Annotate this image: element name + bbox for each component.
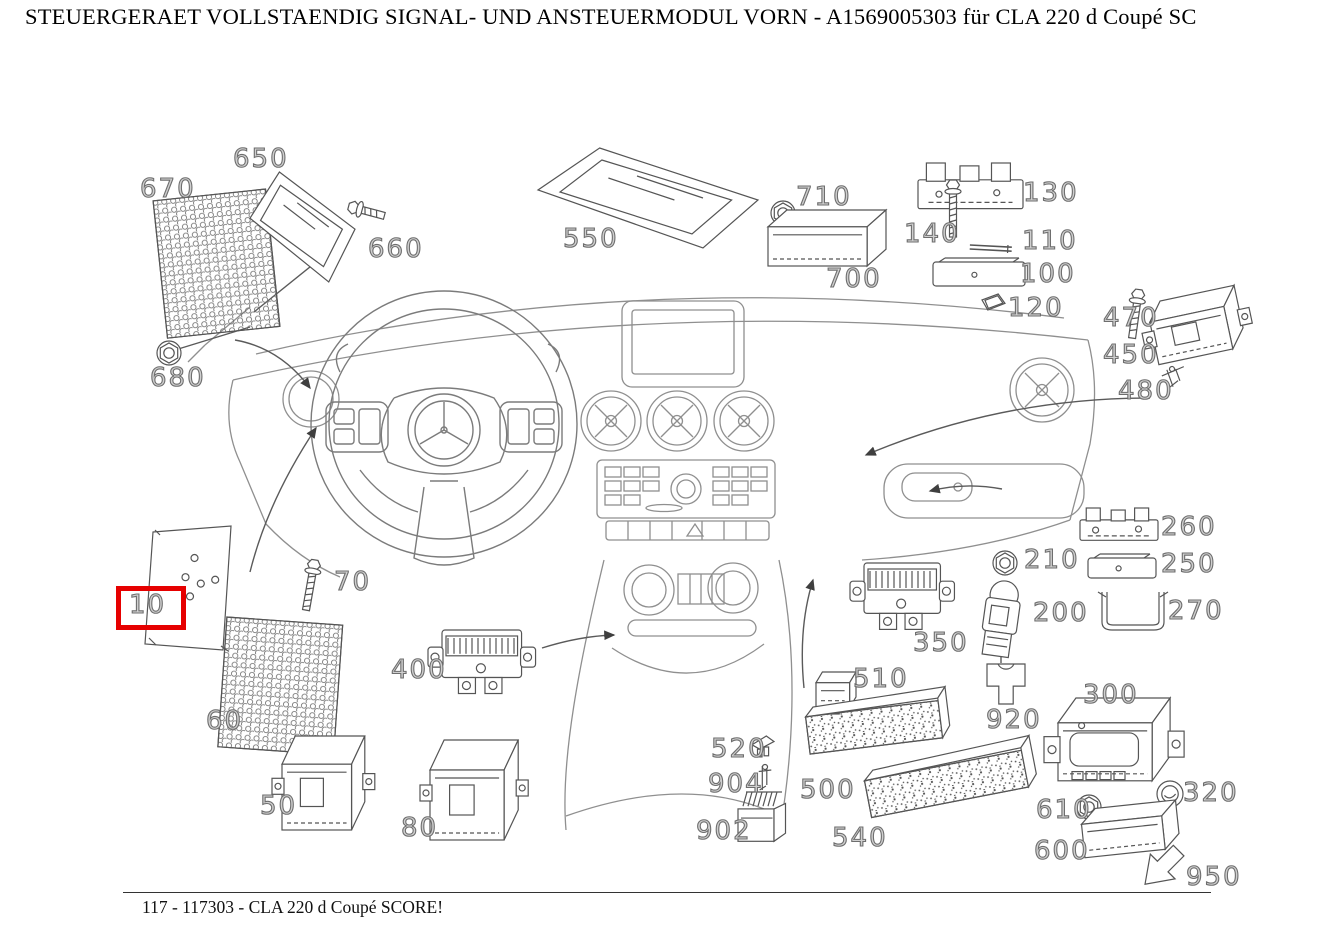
part-drawing-670 (152, 188, 281, 339)
part-drawing-680 (156, 340, 182, 366)
part-label-260[interactable]: 260 (1160, 512, 1217, 542)
part-label-200[interactable]: 200 (1032, 598, 1089, 628)
part-drawing-650 (249, 171, 356, 283)
leader-arrow-5 (801, 578, 815, 689)
part-drawing-500 (804, 684, 951, 755)
dashboard-illustration (187, 297, 1096, 831)
part-drawing-200 (981, 580, 1021, 659)
part-label-610[interactable]: 610 (1035, 795, 1092, 825)
part-label-100[interactable]: 100 (1019, 259, 1076, 289)
part-label-540[interactable]: 540 (831, 823, 888, 853)
part-label-680[interactable]: 680 (149, 363, 206, 393)
part-label-50[interactable]: 50 (259, 791, 298, 821)
leader-arrow-3 (864, 397, 1151, 456)
part-label-920[interactable]: 920 (985, 705, 1042, 735)
part-drawing-130 (917, 162, 1024, 210)
part-label-480[interactable]: 480 (1117, 376, 1174, 406)
part-drawing-480 (1161, 365, 1185, 389)
part-drawing-350 (849, 562, 956, 631)
leader-arrow-0 (234, 339, 311, 390)
footer-text: 117 - 117303 - CLA 220 d Coupé SCORE! (142, 897, 444, 917)
part-drawing-450 (1141, 283, 1254, 366)
part-drawing-950 (1144, 844, 1185, 885)
part-drawing-50 (271, 735, 376, 831)
part-drawing-660 (347, 200, 386, 221)
part-drawing-700 (766, 208, 888, 268)
part-drawing-250 (1087, 553, 1157, 579)
footer-divider (123, 892, 1211, 893)
part-label-450[interactable]: 450 (1102, 340, 1159, 370)
part-label-120[interactable]: 120 (1007, 293, 1064, 323)
leader-arrow-6 (541, 630, 616, 649)
part-label-400[interactable]: 400 (390, 655, 447, 685)
part-label-902[interactable]: 902 (695, 816, 752, 846)
part-label-110[interactable]: 110 (1021, 226, 1078, 256)
part-drawing-902 (737, 791, 787, 843)
mercedes-star-icon (419, 402, 469, 445)
part-label-600[interactable]: 600 (1033, 836, 1090, 866)
page-title: STEUERGERAET VOLLSTAENDIG SIGNAL- UND AN… (25, 4, 1197, 29)
part-label-320[interactable]: 320 (1182, 778, 1239, 808)
part-drawing-540 (862, 734, 1037, 819)
part-label-950[interactable]: 950 (1185, 862, 1242, 892)
part-drawing-110 (969, 244, 1012, 254)
part-label-510[interactable]: 510 (852, 664, 909, 694)
part-drawing-510 (814, 669, 858, 715)
part-label-70[interactable]: 70 (333, 567, 372, 597)
part-drawing-520 (750, 735, 776, 758)
part-label-60[interactable]: 60 (205, 706, 244, 736)
part-drawing-60 (217, 616, 344, 756)
part-label-904[interactable]: 904 (707, 769, 764, 799)
part-drawing-100 (932, 257, 1026, 287)
part-label-700[interactable]: 700 (825, 264, 882, 294)
part-label-210[interactable]: 210 (1023, 545, 1080, 575)
part-drawing-300 (1043, 696, 1185, 783)
part-drawing-270 (1097, 591, 1169, 631)
part-label-140[interactable]: 140 (903, 219, 960, 249)
part-drawing-80 (419, 739, 529, 841)
part-label-650[interactable]: 650 (232, 144, 289, 174)
part-drawing-904 (758, 763, 772, 791)
part-label-10[interactable]: 10 (128, 590, 167, 620)
part-label-470[interactable]: 470 (1102, 303, 1159, 333)
part-drawing-600 (1080, 798, 1180, 859)
leader-arrow-4 (928, 483, 1003, 494)
part-drawing-920 (986, 663, 1026, 705)
part-label-350[interactable]: 350 (912, 628, 969, 658)
part-label-80[interactable]: 80 (400, 813, 439, 843)
leader-arrow-2 (249, 426, 317, 573)
part-label-520[interactable]: 520 (710, 734, 767, 764)
part-label-710[interactable]: 710 (795, 182, 852, 212)
part-drawing-400 (427, 629, 537, 695)
part-drawing-120 (981, 293, 1006, 311)
part-label-300[interactable]: 300 (1082, 680, 1139, 710)
part-drawing-140 (944, 179, 962, 238)
part-label-130[interactable]: 130 (1022, 178, 1079, 208)
part-drawing-70 (301, 558, 322, 612)
part-label-660[interactable]: 660 (367, 234, 424, 264)
part-label-670[interactable]: 670 (139, 174, 196, 204)
part-drawing-260 (1079, 507, 1159, 541)
part-label-250[interactable]: 250 (1160, 549, 1217, 579)
steering-wheel (310, 290, 578, 566)
part-drawing-550 (536, 147, 760, 249)
highlight-box (116, 586, 186, 630)
part-drawings (144, 147, 1254, 885)
part-label-270[interactable]: 270 (1167, 596, 1224, 626)
part-drawing-10 (144, 525, 232, 652)
part-drawing-210 (992, 550, 1018, 576)
part-drawing-470 (1127, 288, 1146, 340)
part-label-500[interactable]: 500 (799, 775, 856, 805)
part-label-550[interactable]: 550 (562, 224, 619, 254)
